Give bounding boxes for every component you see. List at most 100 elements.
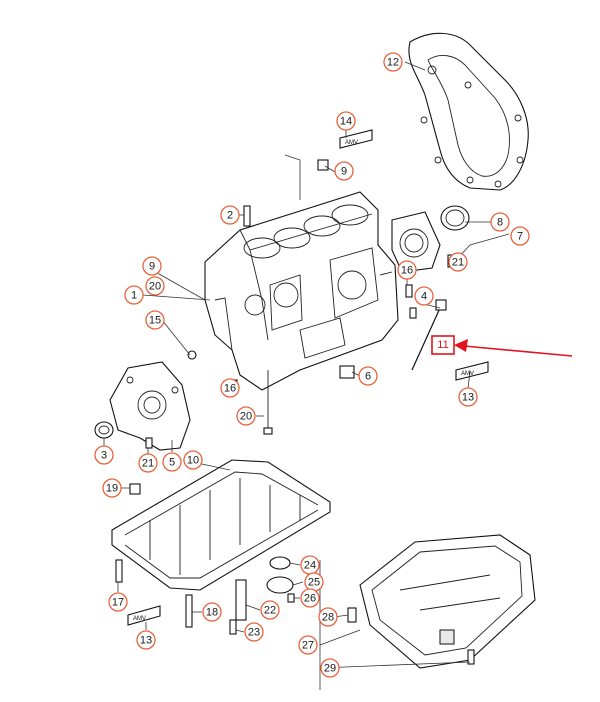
callout-ring bbox=[94, 445, 114, 465]
callout-ring bbox=[300, 588, 320, 608]
callout-8: 8 bbox=[490, 212, 510, 232]
callout-12: 12 bbox=[383, 52, 403, 72]
callout-20: 20 bbox=[145, 276, 165, 296]
sealant-tube-right: AMV bbox=[455, 361, 489, 381]
callout-label: 2 bbox=[227, 210, 233, 222]
sealant-label: AMV bbox=[133, 616, 146, 622]
callout-ring bbox=[383, 52, 403, 72]
callout-ring bbox=[397, 260, 417, 280]
callout-9: 9 bbox=[334, 161, 354, 181]
callout-label: 27 bbox=[302, 640, 314, 652]
callout-ring bbox=[244, 622, 264, 642]
callout-ring bbox=[458, 387, 478, 407]
callout-7: 7 bbox=[510, 226, 530, 246]
callout-ring bbox=[318, 607, 338, 627]
callout-label: 13 bbox=[462, 392, 474, 404]
callout-23: 23 bbox=[244, 622, 264, 642]
callout-ring bbox=[220, 378, 240, 398]
sealant-tube-top: AMV bbox=[339, 129, 373, 149]
callout-ring bbox=[358, 366, 378, 386]
engine-block bbox=[204, 191, 399, 391]
callout-13: 13 bbox=[136, 630, 156, 650]
callout-ring bbox=[183, 450, 203, 470]
callout-ring bbox=[220, 205, 240, 225]
callout-ring bbox=[162, 452, 182, 472]
callout-15: 15 bbox=[145, 310, 165, 330]
callout-ring bbox=[136, 630, 156, 650]
callout-label: 4 bbox=[421, 291, 427, 303]
callout-ring bbox=[145, 310, 165, 330]
callout-29: 29 bbox=[320, 658, 340, 678]
callout-24: 24 bbox=[300, 555, 320, 575]
callout-ring bbox=[448, 252, 468, 272]
callout-ring bbox=[142, 256, 162, 276]
oil-pan-upper bbox=[111, 459, 331, 591]
callout-ring bbox=[490, 212, 510, 232]
callout-ring bbox=[336, 111, 356, 131]
callout-ring bbox=[334, 161, 354, 181]
callout-18: 18 bbox=[202, 602, 222, 622]
sealant-tube-bottom: AMV bbox=[127, 605, 161, 626]
highlight-arrow bbox=[431, 335, 573, 357]
callout-27: 27 bbox=[298, 635, 318, 655]
callout-label: 22 bbox=[264, 605, 276, 617]
callout-2: 2 bbox=[220, 205, 240, 225]
callout-19: 19 bbox=[102, 478, 122, 498]
callout-21: 21 bbox=[138, 453, 158, 473]
callout-label: 14 bbox=[340, 116, 352, 128]
callout-ring bbox=[510, 226, 530, 246]
callout-ring bbox=[124, 285, 144, 305]
callout-label: 16 bbox=[224, 383, 236, 395]
callout-11: 11 bbox=[437, 339, 448, 351]
callout-20: 20 bbox=[236, 406, 256, 426]
callout-ring bbox=[236, 406, 256, 426]
callout-ring bbox=[320, 658, 340, 678]
callout-16: 16 bbox=[220, 378, 240, 398]
callout-ring bbox=[298, 635, 318, 655]
callout-4: 4 bbox=[414, 286, 434, 306]
rear-gasket-plate bbox=[408, 32, 529, 191]
callout-6: 6 bbox=[358, 366, 378, 386]
callout-label: 28 bbox=[322, 612, 334, 624]
callout-3: 3 bbox=[94, 445, 114, 465]
callout-label: 6 bbox=[365, 371, 371, 383]
callout-28: 28 bbox=[318, 607, 338, 627]
callout-label: 1 bbox=[131, 290, 137, 302]
callout-ring bbox=[202, 602, 222, 622]
callout-5: 5 bbox=[162, 452, 182, 472]
callout-label: 18 bbox=[206, 607, 218, 619]
callout-ring bbox=[138, 453, 158, 473]
sealant-label: AMV bbox=[461, 371, 474, 377]
callout-label: 8 bbox=[497, 217, 503, 229]
callout-ring bbox=[102, 478, 122, 498]
oil-pan-lower bbox=[359, 534, 536, 669]
callout-ring bbox=[145, 276, 165, 296]
rear-seal-flange bbox=[391, 205, 470, 273]
callout-label: 20 bbox=[149, 281, 161, 293]
callout-label: 21 bbox=[452, 257, 464, 269]
callout-label: 13 bbox=[140, 635, 152, 647]
callout-label: 16 bbox=[401, 265, 413, 277]
callout-14: 14 bbox=[336, 111, 356, 131]
callout-label: 25 bbox=[308, 577, 320, 589]
callout-26: 26 bbox=[300, 588, 320, 608]
callout-label: 10 bbox=[187, 455, 199, 467]
callout-9: 9 bbox=[142, 256, 162, 276]
callout-ring bbox=[414, 286, 434, 306]
callout-21: 21 bbox=[448, 252, 468, 272]
callout-ring bbox=[260, 600, 280, 620]
front-oil-pump-cover bbox=[94, 361, 191, 451]
callout-label: 3 bbox=[101, 450, 107, 462]
callout-1: 1 bbox=[124, 285, 144, 305]
highlighted-part-number: 11 bbox=[437, 339, 448, 351]
callout-10: 10 bbox=[183, 450, 203, 470]
callout-25: 25 bbox=[304, 572, 324, 592]
callout-13: 13 bbox=[458, 387, 478, 407]
callout-label: 12 bbox=[387, 57, 399, 69]
callout-label: 20 bbox=[240, 411, 252, 423]
callout-label: 24 bbox=[304, 560, 316, 572]
callout-label: 21 bbox=[142, 458, 154, 470]
callout-label: 7 bbox=[517, 231, 523, 243]
callout-label: 9 bbox=[341, 166, 347, 178]
